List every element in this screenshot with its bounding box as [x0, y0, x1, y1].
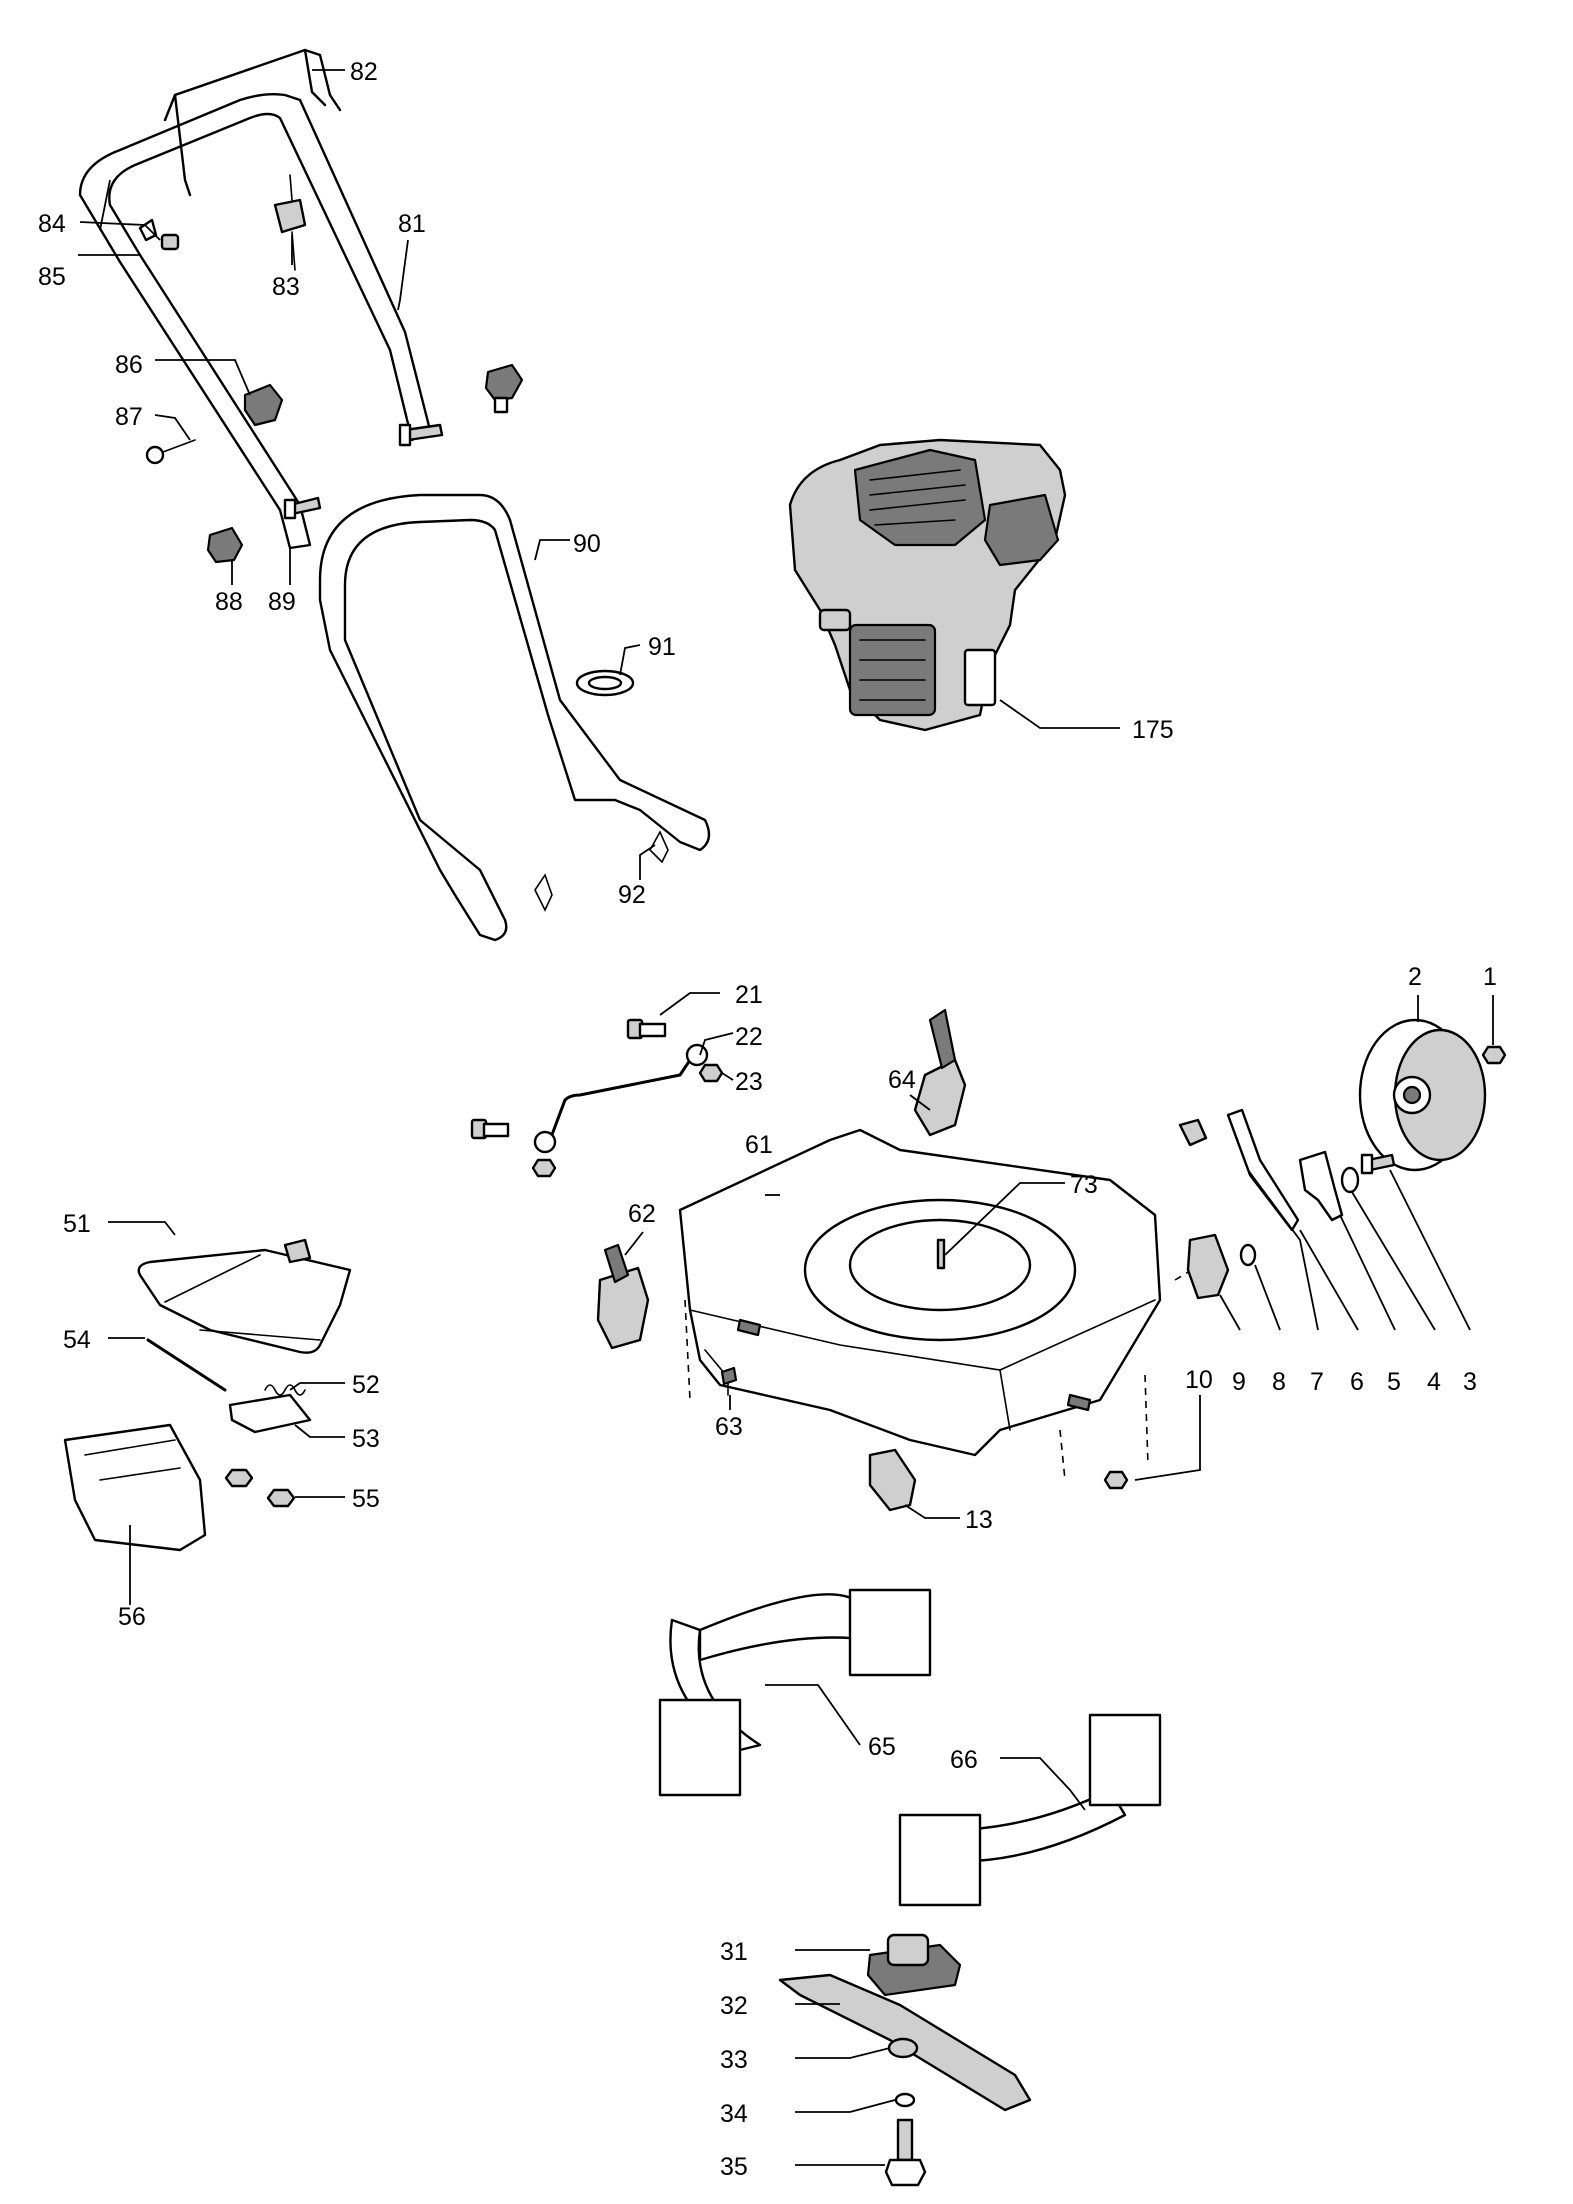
washer-33	[887, 2037, 919, 2059]
callout-1: 1	[1483, 963, 1497, 991]
callout-8: 8	[1272, 1368, 1286, 1396]
screw-63	[720, 1366, 738, 1396]
callout-55: 55	[352, 1485, 380, 1513]
height-adjuster-62	[596, 1243, 650, 1350]
callout-63: 63	[715, 1413, 743, 1441]
handle-screw-small	[138, 218, 180, 251]
lock-washer-34	[894, 2092, 916, 2108]
callout-85: 85	[38, 263, 66, 291]
callout-92: 92	[618, 881, 646, 909]
callout-51: 51	[63, 1210, 91, 1238]
callout-53: 53	[352, 1425, 380, 1453]
callout-7: 7	[1310, 1368, 1324, 1396]
callout-86: 86	[115, 351, 143, 379]
bolt-left-rod	[470, 1118, 510, 1140]
height-adjuster-64	[913, 1008, 967, 1137]
bolt-89	[283, 496, 322, 520]
callout-52: 52	[352, 1371, 380, 1399]
baffle-65	[658, 1588, 932, 1797]
callout-65: 65	[868, 1733, 896, 1761]
blade-bolt-35	[884, 2118, 927, 2187]
axle-bracket-5	[1298, 1150, 1344, 1222]
callout-4: 4	[1427, 1368, 1441, 1396]
deck-dashes	[684, 1264, 1201, 1481]
callout-89: 89	[268, 588, 296, 616]
hairpin-clip-92	[534, 830, 669, 912]
upper-handle	[78, 92, 432, 550]
wheel-nut-1	[1481, 1045, 1507, 1065]
callout-35: 35	[720, 2153, 748, 2181]
bracket-53	[228, 1393, 312, 1434]
bolt-21	[626, 1018, 667, 1040]
callout-87: 87	[115, 403, 143, 431]
callout-73: 73	[1070, 1171, 1098, 1199]
callout-56: 56	[118, 1603, 146, 1631]
callout-5: 5	[1387, 1368, 1401, 1396]
callout-61: 61	[745, 1131, 773, 1159]
callout-88: 88	[215, 588, 243, 616]
callout-10: 10	[1185, 1366, 1213, 1394]
engine	[788, 438, 1067, 732]
grip-7	[1178, 1118, 1208, 1147]
eye-bolt-87	[145, 439, 196, 465]
knob-86	[243, 383, 284, 427]
nut-23	[698, 1063, 724, 1083]
callout-33: 33	[720, 2046, 748, 2074]
washer-8	[1239, 1243, 1257, 1267]
callout-91: 91	[648, 633, 676, 661]
callout-81: 81	[398, 210, 426, 238]
callout-66: 66	[950, 1746, 978, 1774]
rear-flap-51	[137, 1238, 352, 1354]
callout-22: 22	[735, 1023, 763, 1051]
callout-84: 84	[38, 210, 66, 238]
height-plate-9	[1186, 1233, 1230, 1300]
height-link-rod	[533, 1043, 709, 1154]
lower-handle	[318, 493, 711, 942]
callout-54: 54	[63, 1326, 91, 1354]
control-bail	[163, 48, 342, 197]
bolt-upper	[398, 423, 444, 447]
callout-13: 13	[965, 1506, 993, 1534]
knob-right	[484, 363, 524, 414]
rod-54	[146, 1338, 227, 1392]
mower-deck	[678, 1128, 1162, 1457]
nut-rod-left	[531, 1158, 557, 1178]
callout-34: 34	[720, 2100, 748, 2128]
lever-6	[1226, 1108, 1300, 1232]
callout-23: 23	[735, 1068, 763, 1096]
block-56	[63, 1423, 207, 1552]
knob-88	[206, 526, 244, 564]
callout-3: 3	[1463, 1368, 1477, 1396]
callout-175: 175	[1132, 716, 1174, 744]
callout-32: 32	[720, 1992, 748, 2020]
callout-6: 6	[1350, 1368, 1364, 1396]
bolt-3	[1360, 1153, 1396, 1175]
callout-21: 21	[735, 981, 763, 1009]
callout-31: 31	[720, 1938, 748, 1966]
callout-82: 82	[350, 58, 378, 86]
cable-clip	[273, 174, 307, 271]
height-adjuster-13	[868, 1448, 917, 1512]
wheel	[1358, 1018, 1487, 1172]
nut-55	[224, 1468, 296, 1508]
nut-10	[1103, 1470, 1129, 1490]
cable-guide-91	[575, 669, 635, 697]
callout-62: 62	[628, 1200, 656, 1228]
callout-2: 2	[1408, 963, 1422, 991]
callout-90: 90	[573, 530, 601, 558]
leader-lines	[78, 69, 1494, 2166]
washer-4	[1340, 1166, 1360, 1194]
blade-adapter-31	[866, 1933, 962, 1997]
callout-83: 83	[272, 273, 300, 301]
baffle-66	[898, 1713, 1162, 1907]
spring-52	[264, 1384, 306, 1396]
callout-64: 64	[888, 1066, 916, 1094]
callout-9: 9	[1232, 1368, 1246, 1396]
callouts: 82 84 81 85 83 86 87 90 88 89 91 175 92 …	[38, 58, 1497, 2181]
